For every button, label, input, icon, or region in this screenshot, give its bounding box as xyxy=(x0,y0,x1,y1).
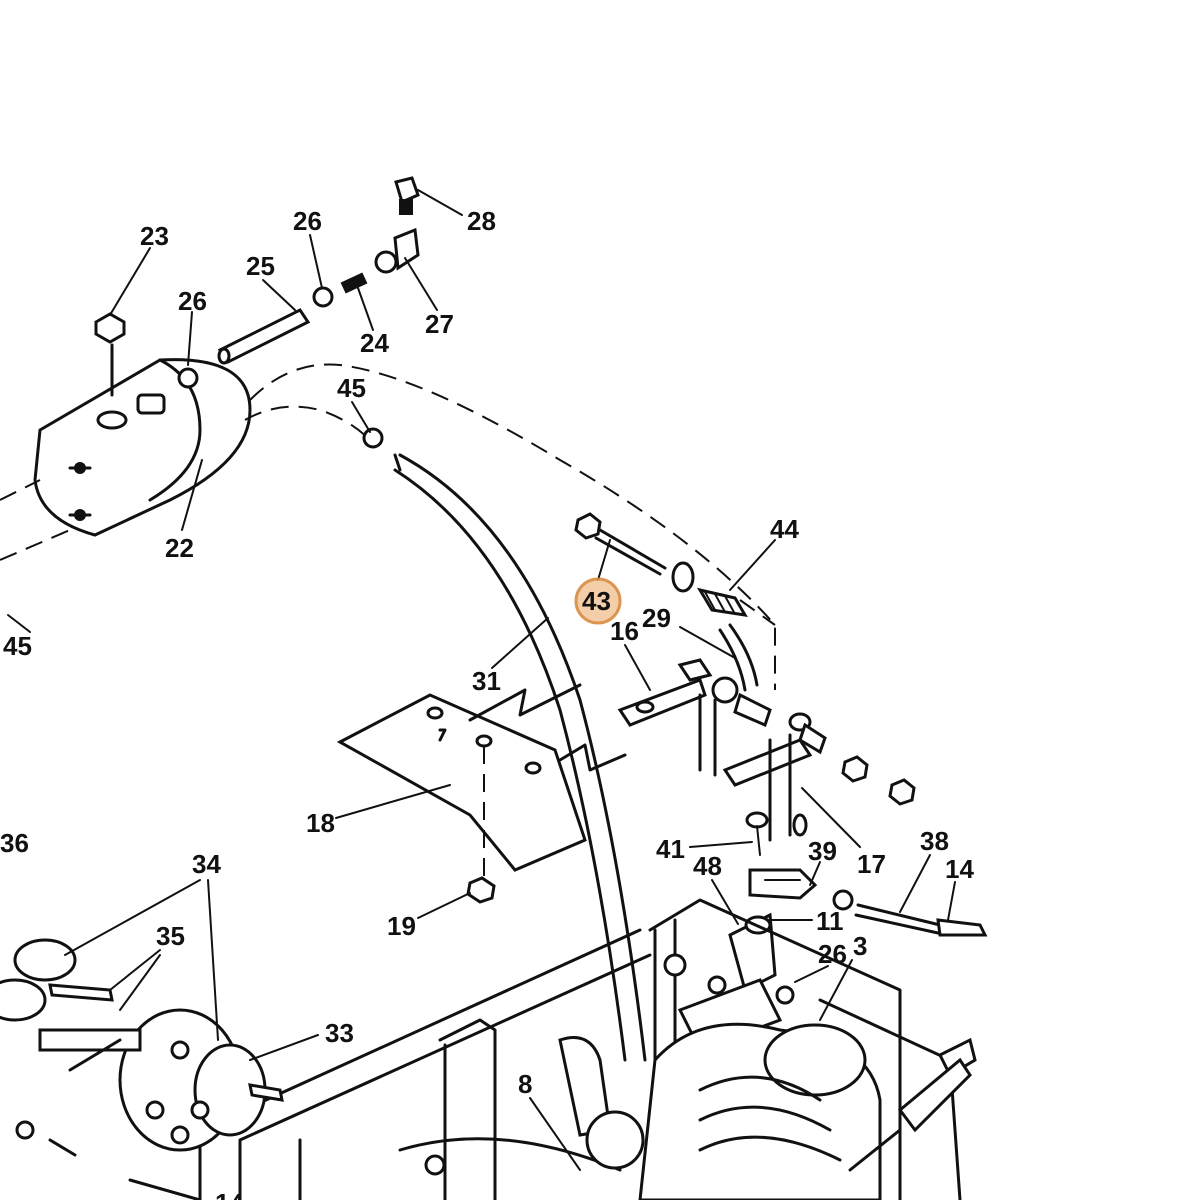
label-26-engine: 26 xyxy=(818,939,847,969)
label-44: 44 xyxy=(770,514,799,544)
pulley-assembly xyxy=(0,938,284,1200)
label-27: 27 xyxy=(425,309,454,339)
engine-housing xyxy=(638,898,977,1200)
label-36: 36 xyxy=(0,828,29,858)
label-28: 28 xyxy=(467,206,496,236)
hose-clamp-26 xyxy=(312,286,334,308)
label-38: 38 xyxy=(920,826,949,856)
spring-44 xyxy=(696,587,748,617)
cover-plate-18 xyxy=(336,683,627,880)
bolt-19 xyxy=(466,876,496,904)
vent-28 xyxy=(394,176,420,215)
leader-lines xyxy=(7,189,956,1171)
elbow-27 xyxy=(374,227,420,274)
nut-right-1 xyxy=(841,755,869,783)
label-34: 34 xyxy=(192,849,221,879)
lever-48 xyxy=(728,912,777,993)
label-16: 16 xyxy=(610,616,639,646)
highlight-43 xyxy=(574,577,622,625)
label-23: 23 xyxy=(140,221,169,251)
fitting-24 xyxy=(340,272,368,294)
label-17: 17 xyxy=(857,849,886,879)
fuel-tank xyxy=(0,358,252,561)
part-labels: 23 26 25 26 24 28 27 45 22 45 44 43 16 2… xyxy=(0,206,974,1200)
fuel-hose-31 xyxy=(393,453,647,1062)
label-11: 11 xyxy=(816,906,844,936)
label-45-left: 45 xyxy=(3,631,32,661)
label-14-bottom: 14 xyxy=(215,1188,244,1200)
label-35: 35 xyxy=(156,921,185,951)
clevis-pin-41 xyxy=(745,811,769,856)
label-24: 24 xyxy=(360,328,389,358)
label-25: 25 xyxy=(246,251,275,281)
label-22: 22 xyxy=(165,533,194,563)
nut-right-2 xyxy=(888,778,916,806)
label-31: 31 xyxy=(472,666,501,696)
clevis-39 xyxy=(748,868,818,900)
chassis-frame xyxy=(198,928,652,1200)
label-41: 41 xyxy=(656,834,685,864)
label-8: 8 xyxy=(518,1069,532,1099)
bolt-43 xyxy=(574,512,695,593)
label-3: 3 xyxy=(853,931,867,961)
fuel-line-route xyxy=(249,363,776,690)
label-39: 39 xyxy=(808,836,837,866)
fuel-hose-25 xyxy=(217,308,311,365)
label-48: 48 xyxy=(693,851,722,881)
label-33: 33 xyxy=(325,1018,354,1048)
label-45-top: 45 xyxy=(337,373,366,403)
fuel-line-route-2 xyxy=(244,405,371,441)
label-19: 19 xyxy=(387,911,416,941)
linkage-bracket xyxy=(617,623,827,842)
hose-clamp-45 xyxy=(362,427,384,449)
label-29: 29 xyxy=(642,603,671,633)
control-rod-38 xyxy=(832,889,988,937)
label-18: 18 xyxy=(306,808,335,838)
label-26-tank: 26 xyxy=(178,286,207,316)
label-26-hose: 26 xyxy=(293,206,322,236)
label-14: 14 xyxy=(945,854,974,884)
label-43: 43 xyxy=(582,586,611,616)
